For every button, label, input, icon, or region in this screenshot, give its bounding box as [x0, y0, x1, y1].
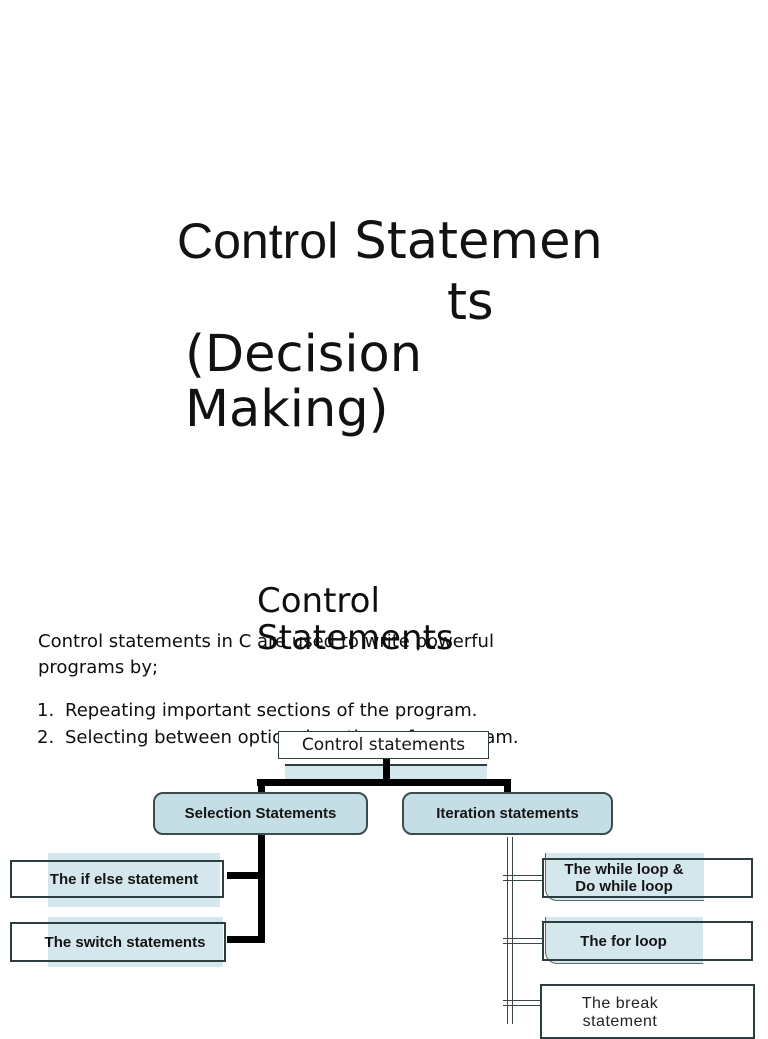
list-item-1-number: 1.: [37, 700, 55, 721]
main-title-line-1: Control Statemen: [177, 216, 603, 267]
main-title-line-3: (Decision: [185, 325, 423, 384]
break-label: The break statement: [540, 995, 700, 1031]
main-title-line-2: ts: [447, 273, 494, 332]
diagram-root-box: Control statements: [278, 731, 489, 759]
list-item-2-number: 2.: [37, 727, 55, 748]
connector-ifelse-stub: [227, 872, 259, 879]
connector-switch-stub: [227, 936, 259, 943]
main-title-word-control: Control: [177, 213, 339, 269]
connector-selection-vertical: [258, 835, 265, 943]
connector-stub-right: [504, 786, 511, 793]
switch-highlight-band: [48, 917, 223, 967]
body-line-1: Control statements in C are used to writ…: [38, 631, 494, 652]
section-heading-line-1: Control: [257, 581, 380, 621]
switch-box: [10, 922, 226, 962]
ifelse-highlight-band: [48, 853, 220, 907]
connector-stub-left: [258, 786, 265, 793]
connector-for-stub: [503, 938, 543, 944]
for-highlight-band: [545, 917, 703, 964]
main-title-line-4: Making): [185, 380, 389, 439]
body-line-2: programs by;: [38, 656, 159, 678]
list-item-1: 1. Repeating important sections of the p…: [37, 697, 519, 724]
while-highlight-band: [545, 853, 704, 901]
section-heading-line-2: Statements: [257, 618, 454, 658]
ifelse-box: [10, 860, 224, 898]
while-label-line-2: Do while loop: [575, 878, 673, 895]
for-label: The for loop: [580, 932, 667, 950]
ifelse-label: The if else statement: [49, 870, 199, 888]
break-label-line-2: statement: [582, 1013, 658, 1030]
list-item-1-text: Repeating important sections of the prog…: [65, 700, 478, 721]
for-box: [542, 921, 753, 961]
connector-while-stub: [503, 875, 543, 881]
while-label-line-1: The while loop &: [564, 861, 684, 878]
connector-break-stub: [503, 1000, 543, 1006]
switch-label: The switch statements: [44, 933, 206, 951]
while-label: The while loop & Do while loop: [545, 860, 703, 896]
selection-statements-box: Selection Statements: [153, 792, 368, 835]
while-box: [542, 858, 753, 898]
connector-iteration-vertical: [507, 837, 513, 1024]
body-paragraph: Control statements in C are used to writ…: [38, 629, 494, 680]
connector-horizontal-bar: [257, 779, 511, 786]
main-title-word-statemen: Statemen: [354, 212, 603, 271]
break-label-line-1: The break: [581, 995, 659, 1012]
iteration-statements-box: Iteration statements: [402, 792, 613, 835]
connector-root-stem: [383, 759, 390, 780]
